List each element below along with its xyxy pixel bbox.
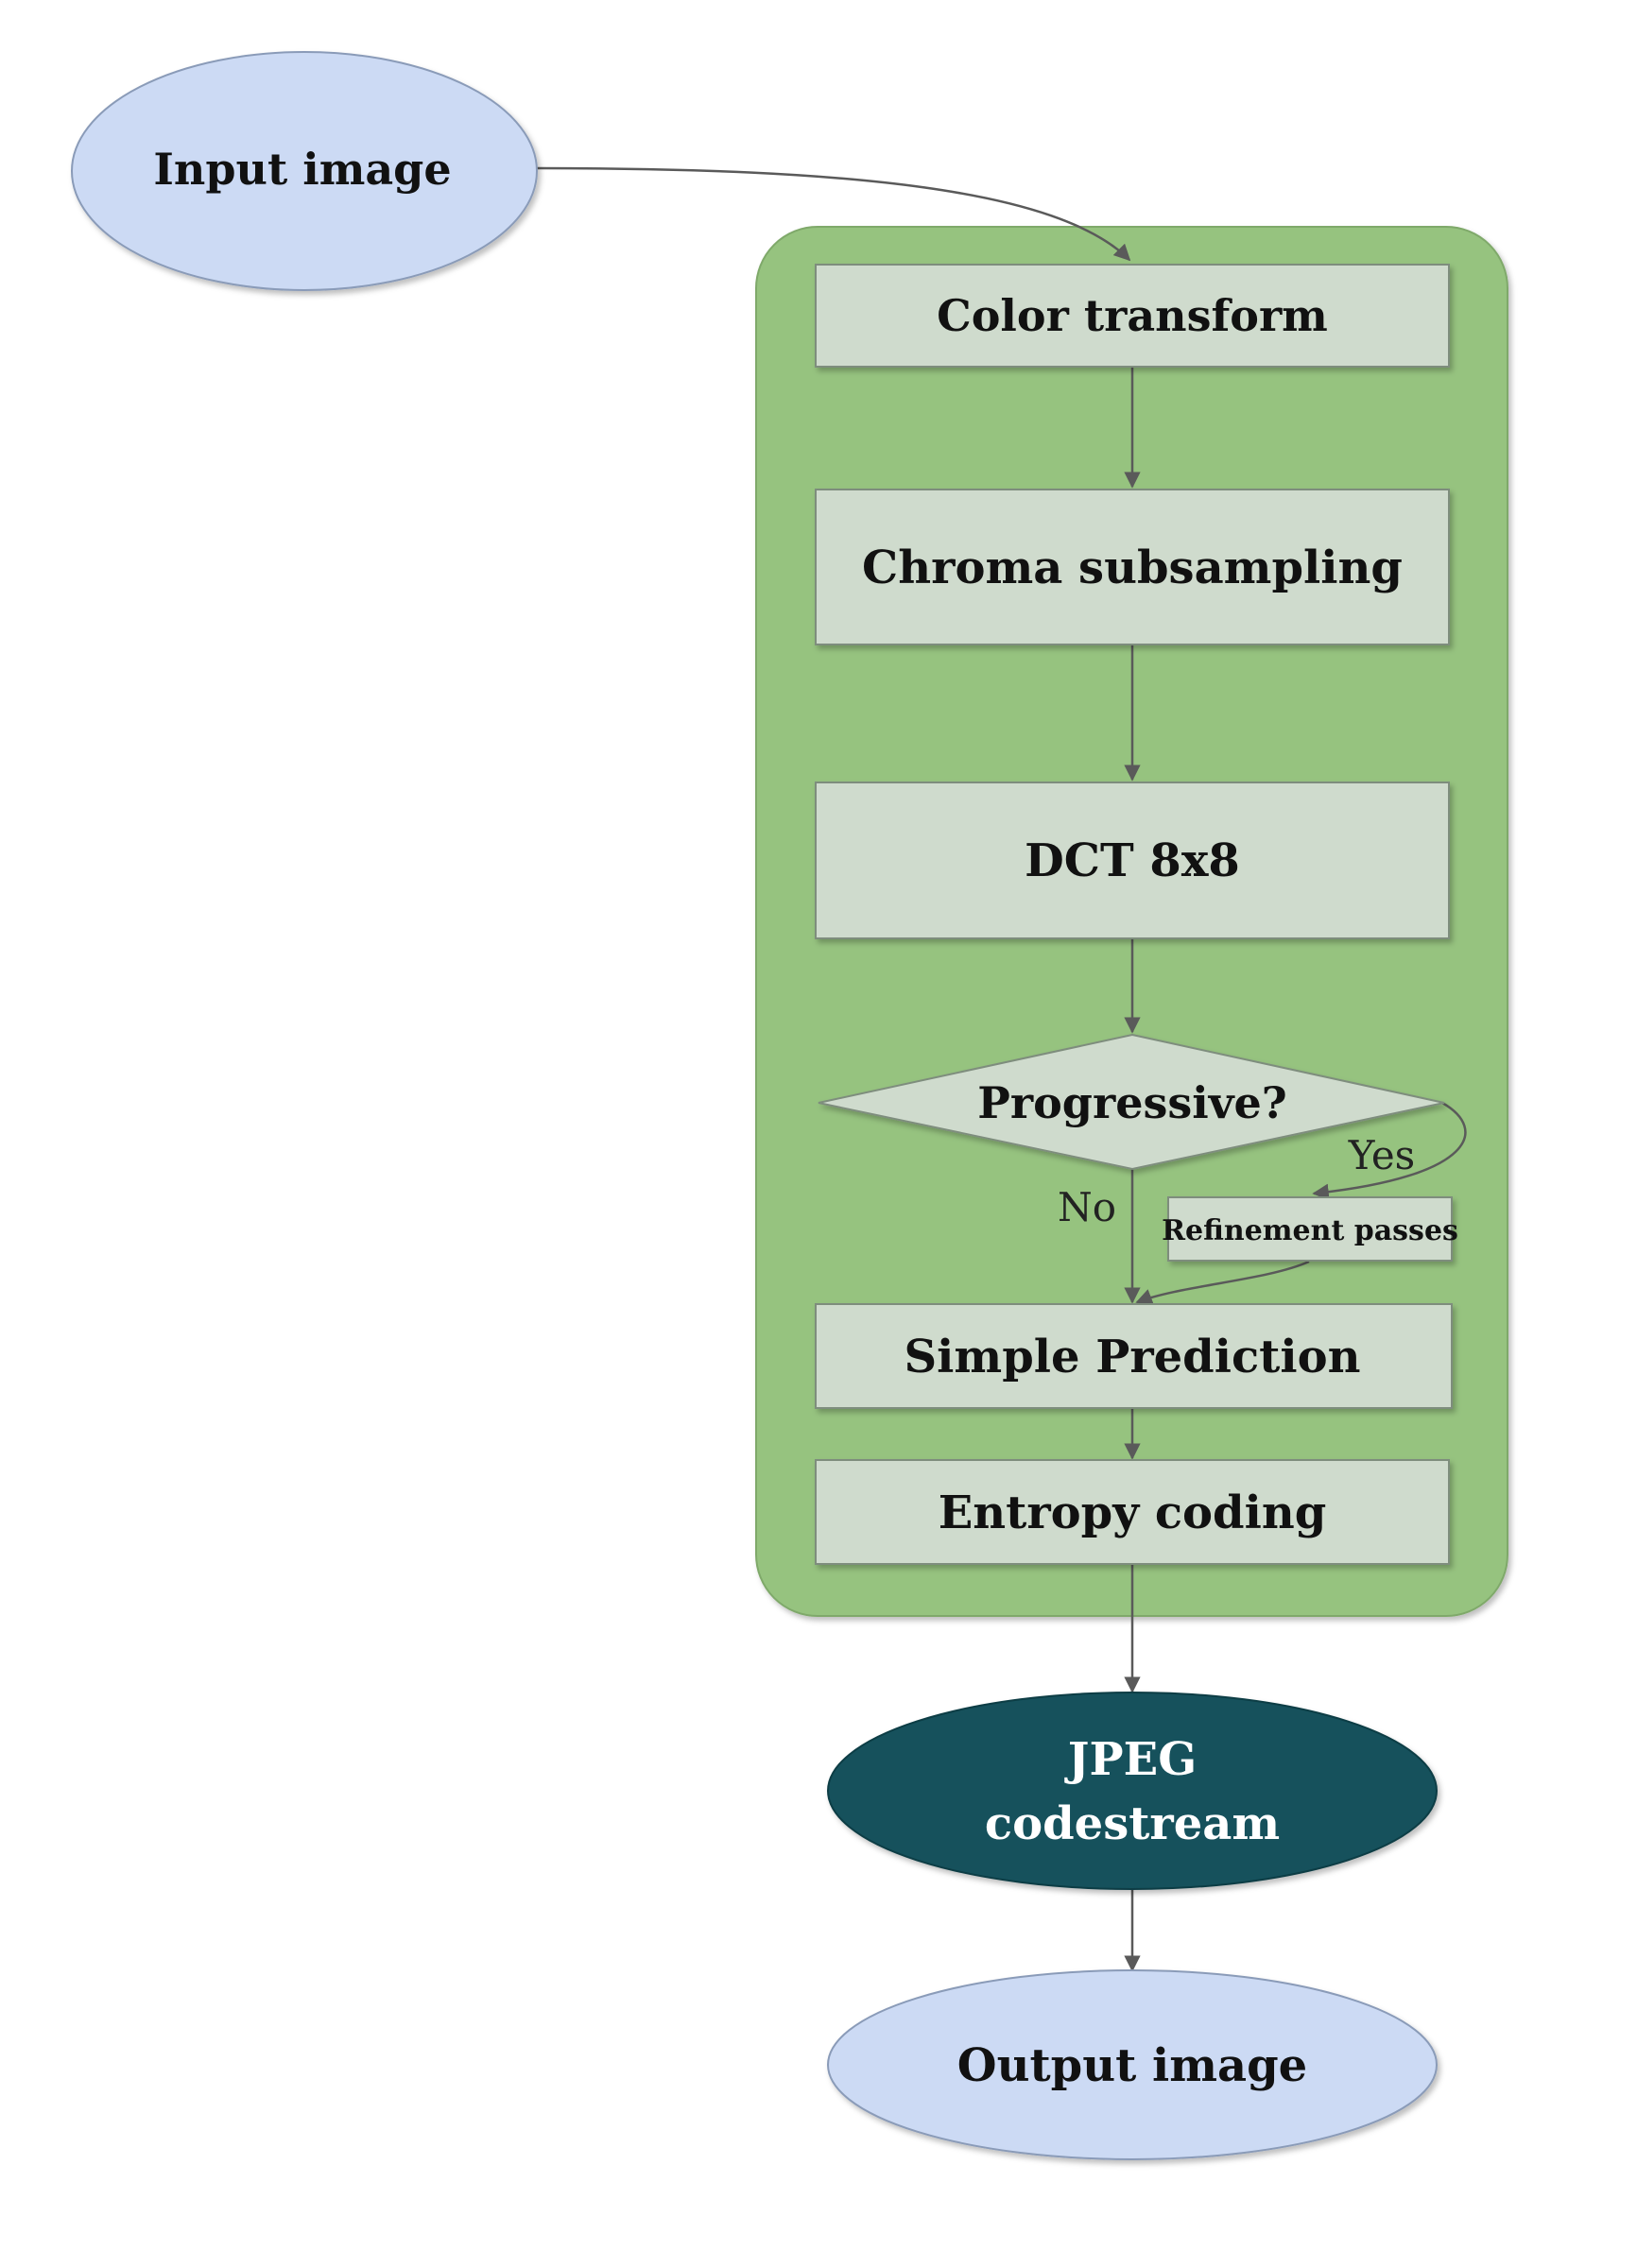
output-image-label: Output image	[957, 2039, 1307, 2092]
edge-progressive-yes	[1312, 1101, 1467, 1201]
refinement-passes-label: Refinement passes	[1162, 1214, 1458, 1247]
simple-prediction-label: Simple Prediction	[905, 1331, 1361, 1383]
yes-label: Yes	[1348, 1132, 1416, 1178]
simple-prediction-node: Simple Prediction	[815, 1303, 1453, 1409]
output-image-node: Output image	[827, 1969, 1438, 2160]
refinement-passes-node: Refinement passes	[1162, 1196, 1458, 1262]
chroma-subsampling-node: Chroma subsampling	[815, 489, 1450, 645]
progressive-label: Progressive?	[977, 1077, 1286, 1128]
edge-input-to-color	[536, 166, 1131, 262]
entropy-coding-label: Entropy coding	[939, 1486, 1327, 1539]
input-image-label: Input image	[153, 144, 451, 195]
dct-label: DCT 8x8	[1025, 834, 1240, 887]
input-image-node: Input image	[71, 51, 538, 291]
jpeg-codestream-node: JPEG codestream	[827, 1692, 1438, 1890]
chroma-subsampling-label: Chroma subsampling	[862, 541, 1403, 594]
entropy-coding-node: Entropy coding	[815, 1459, 1450, 1565]
edge-refinement-to-prediction	[1135, 1260, 1310, 1305]
codestream-label-line2: codestream	[985, 1797, 1280, 1850]
dct-node: DCT 8x8	[815, 782, 1450, 939]
progressive-decision: Progressive?	[818, 1033, 1445, 1171]
no-label: No	[1058, 1184, 1116, 1230]
color-transform-label: Color transform	[937, 290, 1328, 341]
color-transform-node: Color transform	[815, 264, 1450, 368]
codestream-label-line1: JPEG	[1064, 1733, 1197, 1786]
